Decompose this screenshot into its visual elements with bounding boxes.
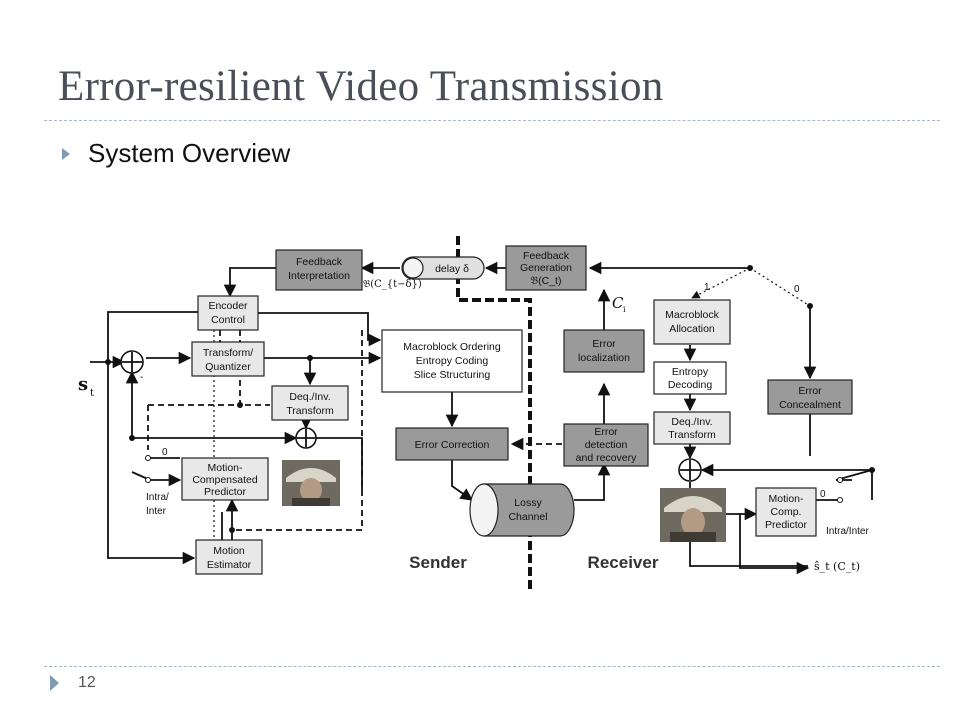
feedback-interpretation-box: Feedback Interpretation [275,249,363,291]
svg-text:Compensated: Compensated [192,474,258,486]
svg-text:Transform: Transform [286,405,334,417]
svg-text:Entropy Coding: Entropy Coding [416,355,489,367]
connection-lines [90,261,873,575]
motion-comp-predictor-box: Motion- Comp. Predictor [755,487,817,537]
deq-inv-transform-decoder-box: Deq./Inv. Transform [653,411,731,445]
title-divider [44,120,940,121]
svg-text:Encoder: Encoder [208,300,248,312]
entropy-decoding-box: Entropy Decoding [653,361,727,395]
svg-text:Feedback: Feedback [523,250,570,262]
svg-text:𝔅(C_t): 𝔅(C_t) [531,275,562,287]
svg-text:and recovery: and recovery [576,452,637,464]
svg-text:Error Correction: Error Correction [415,439,490,451]
lossy-channel-cylinder: Lossy Channel [469,483,575,537]
macroblock-allocation-box: Macroblock Allocation [653,299,731,345]
svg-text:Concealment: Concealment [779,399,841,411]
svg-text:Motion-: Motion- [207,462,243,474]
svg-text:Error: Error [594,426,618,438]
svg-text:Quantizer: Quantizer [205,361,251,373]
page-number: 12 [78,674,96,691]
encoder-switch-zero: 0 [162,447,168,458]
svg-text:Predictor: Predictor [765,519,808,531]
input-summing-node [120,350,144,374]
error-concealment-box: Error Concealment [767,379,853,415]
decoder-reconstruction-adder [678,458,702,482]
svg-text:Control: Control [211,314,245,326]
encoder-intra-inter-label-1: Intra/ [146,492,169,503]
decoder-intra-inter-label: Intra/Inter [826,526,869,537]
feedback-generation-box: Feedback Generation 𝔅(C_t) [505,245,587,291]
branch-one-label: 1 [704,282,710,293]
encoder-control-box: Encoder Control [197,295,259,331]
slide-title: Error-resilient Video Transmission [58,63,664,110]
svg-text:Allocation: Allocation [669,323,715,335]
svg-text:detection: detection [585,439,628,451]
page-marker-icon [50,675,59,691]
svg-text:Decoding: Decoding [668,379,713,391]
output-line [689,542,808,567]
input-signal-subscript: t [90,388,94,399]
footer-divider [44,666,940,667]
feedback-interpretation-math: 𝔅(C_{t−δ}) [363,279,422,290]
encoder-intra-inter-label-2: Inter [146,506,167,517]
macroblock-ordering-box: Macroblock Ordering Entropy Coding Slice… [381,329,523,393]
svg-text:Error: Error [798,385,822,397]
output-label: ŝ_t (C_t) [814,560,860,573]
svg-text:localization: localization [578,352,630,364]
deq-inv-transform-encoder-box: Deq./Inv. Transform [271,385,349,421]
svg-text:Deq./Inv.: Deq./Inv. [671,416,712,428]
error-localization-box: Error localization [563,329,645,373]
svg-text:Estimator: Estimator [207,559,252,571]
input-signal-label: s [78,374,88,395]
svg-text:Interpretation: Interpretation [288,270,350,282]
svg-text:delay δ: delay δ [435,263,469,275]
svg-text:Motion: Motion [213,545,245,557]
branch-zero-label: 0 [794,284,800,295]
svg-text:Slice Structuring: Slice Structuring [414,369,491,381]
svg-text:Lossy: Lossy [514,497,542,509]
svg-text:Macroblock Ordering: Macroblock Ordering [403,341,501,353]
encoder-reconstruction-adder [295,427,317,449]
svg-text:Feedback: Feedback [296,256,343,268]
error-detection-box: Error detection and recovery [563,423,649,467]
sender-label: Sender [409,553,467,572]
encoder-frame-thumbnail [282,460,340,506]
svg-text:Entropy: Entropy [672,366,709,378]
junction-dots [105,265,875,533]
svg-text:Macroblock: Macroblock [665,309,719,321]
ci-label: C [612,294,624,312]
minus-sign: - [140,372,143,383]
delay-element: delay δ [401,256,485,280]
bullet-item: System Overview [62,138,290,169]
transform-quantizer-box: Transform/ Quantizer [191,341,265,377]
decoder-frame-thumbnail [660,488,726,542]
svg-text:Motion-: Motion- [768,493,804,505]
motion-compensated-predictor-box: Motion- Compensated Predictor [181,457,269,501]
motion-estimator-box: Motion Estimator [195,539,263,575]
bullet-text: System Overview [88,138,291,168]
svg-text:Generation: Generation [520,262,572,274]
svg-text:Predictor: Predictor [204,486,247,498]
bullet-arrow-icon [62,147,70,160]
decoder-switch-zero: 0 [820,489,826,500]
svg-text:Error: Error [592,338,616,350]
svg-text:Transform/: Transform/ [203,347,253,359]
svg-text:Transform: Transform [668,429,716,441]
error-correction-box: Error Correction [395,427,509,461]
receiver-label: Receiver [588,553,659,572]
svg-text:Deq./Inv.: Deq./Inv. [289,391,330,403]
ci-subscript: i [623,305,626,314]
svg-text:Comp.: Comp. [771,506,802,518]
svg-text:Channel: Channel [508,511,547,523]
